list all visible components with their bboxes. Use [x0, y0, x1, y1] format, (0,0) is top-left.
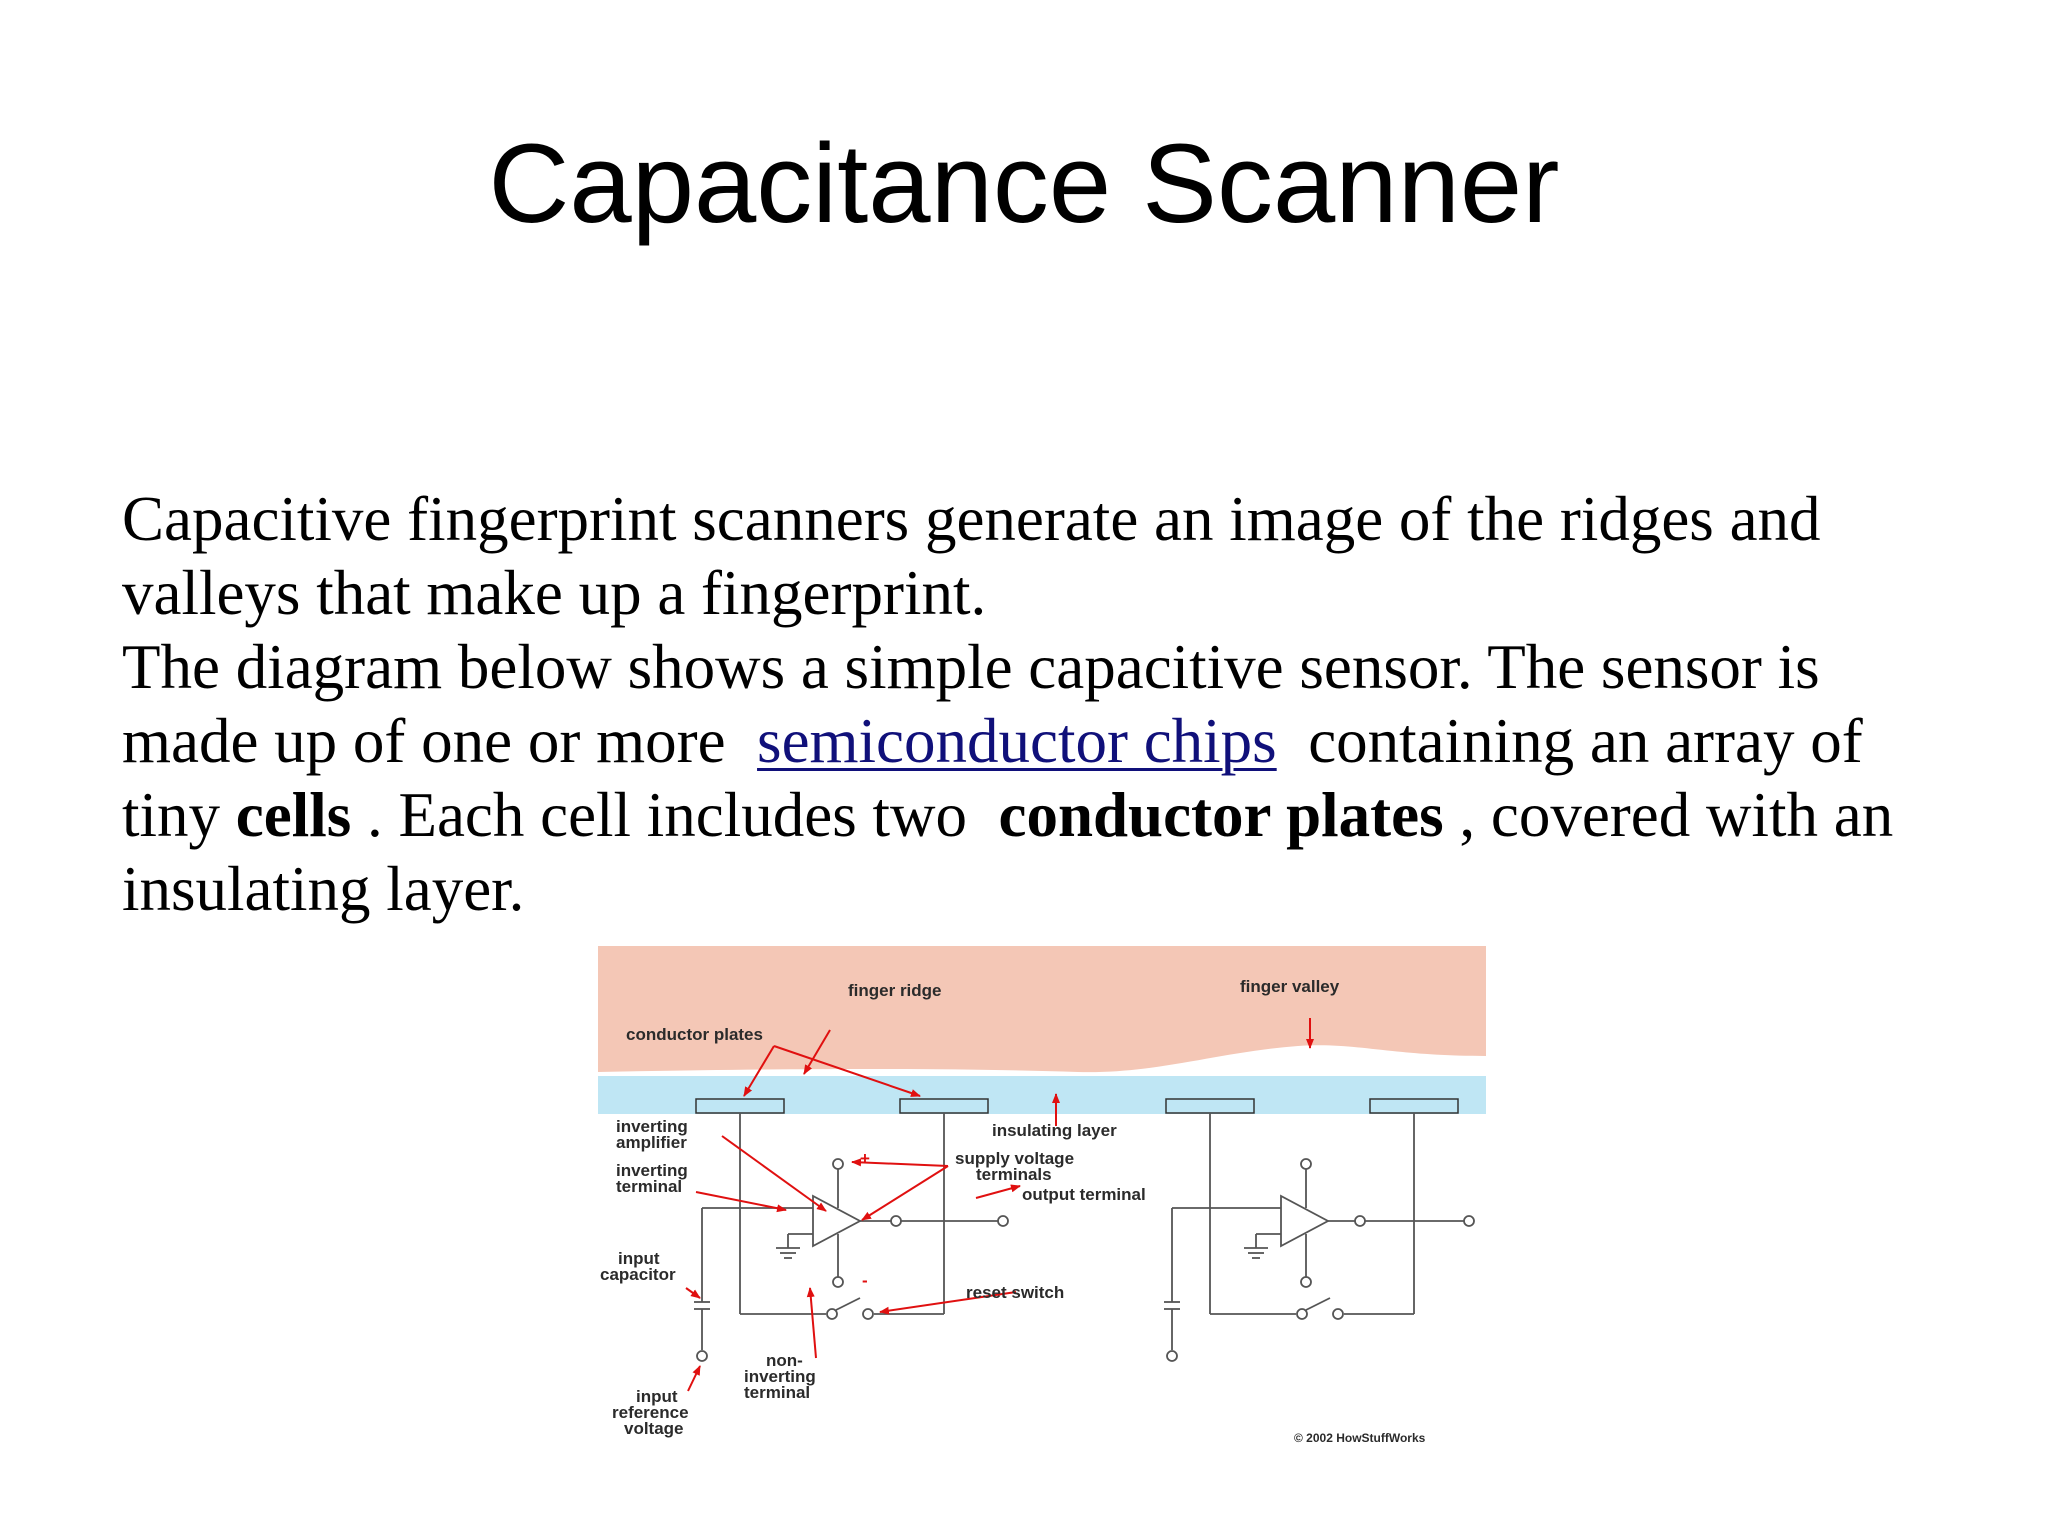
label-output-terminal: output terminal: [1022, 1185, 1146, 1204]
text-segment: . Each cell includes two: [366, 780, 968, 850]
bold-term-cells: cells: [235, 780, 352, 850]
label-inverting-amplifier-line1: inverting: [616, 1117, 688, 1136]
finger-shape: [598, 946, 1486, 1073]
label-reset-switch: reset switch: [966, 1283, 1064, 1302]
label-inverting-amplifier-line2: amplifier: [616, 1133, 687, 1152]
label-finger-ridge: finger ridge: [848, 981, 942, 1000]
label-non-inverting-line2: inverting: [744, 1367, 816, 1386]
text-segment: made up of one or more: [122, 706, 726, 776]
text-segment: , covered with an: [1459, 780, 1894, 850]
copyright-notice: © 2002 HowStuffWorks: [1294, 1431, 1426, 1445]
label-input-capacitor-line1: input: [618, 1249, 660, 1268]
paragraph-line: The diagram below shows a simple capacit…: [122, 632, 1820, 702]
paragraph-line: valleys that make up a fingerprint.: [122, 558, 987, 628]
minus-sign: -: [862, 1271, 868, 1290]
label-non-inverting-line3: terminal: [744, 1383, 810, 1402]
text-segment: tiny: [122, 780, 221, 850]
conductor-plate: [1369, 1098, 1459, 1114]
label-inverting-terminal-line1: inverting: [616, 1161, 688, 1180]
plus-sign: +: [860, 1149, 870, 1168]
right-cell-circuit: [1164, 1113, 1475, 1362]
label-non-inverting-line1: non-: [766, 1351, 803, 1370]
label-supply-voltage-line1: supply voltage: [955, 1149, 1074, 1168]
body-paragraph: Capacitive fingerprint scanners generate…: [122, 482, 2002, 926]
slide-title: Capacitance Scanner: [488, 121, 1560, 246]
left-cell-circuit: [694, 1113, 1009, 1362]
pointer-arrows: [685, 1018, 1314, 1392]
conductor-plate: [695, 1098, 785, 1114]
semiconductor-chips-link[interactable]: semiconductor chips: [757, 706, 1277, 776]
label-input-reference-line1: input: [636, 1387, 678, 1406]
label-input-reference-line3: voltage: [624, 1419, 684, 1438]
paragraph-line: tiny cells . Each cell includes two cond…: [122, 778, 2002, 852]
label-insulating-layer: insulating layer: [992, 1121, 1117, 1140]
label-input-capacitor-line2: capacitor: [600, 1265, 676, 1284]
label-input-reference-line2: reference: [612, 1403, 689, 1422]
label-supply-voltage-line2: terminals: [976, 1165, 1052, 1184]
paragraph-line: Capacitive fingerprint scanners generate…: [122, 484, 1821, 554]
label-conductor-plates: conductor plates: [626, 1025, 763, 1044]
paragraph-line: insulating layer.: [122, 854, 525, 924]
conductor-plate: [899, 1098, 989, 1114]
conductor-plate: [1165, 1098, 1255, 1114]
paragraph-line: made up of one or more semiconductor chi…: [122, 704, 2002, 778]
label-finger-valley: finger valley: [1240, 977, 1340, 996]
text-segment: containing an array of: [1308, 706, 1863, 776]
bold-term-conductor-plates: conductor plates: [998, 780, 1444, 850]
capacitive-sensor-diagram: finger ridge finger valley conductor pla…: [598, 946, 1486, 1451]
label-inverting-terminal-line2: terminal: [616, 1177, 682, 1196]
